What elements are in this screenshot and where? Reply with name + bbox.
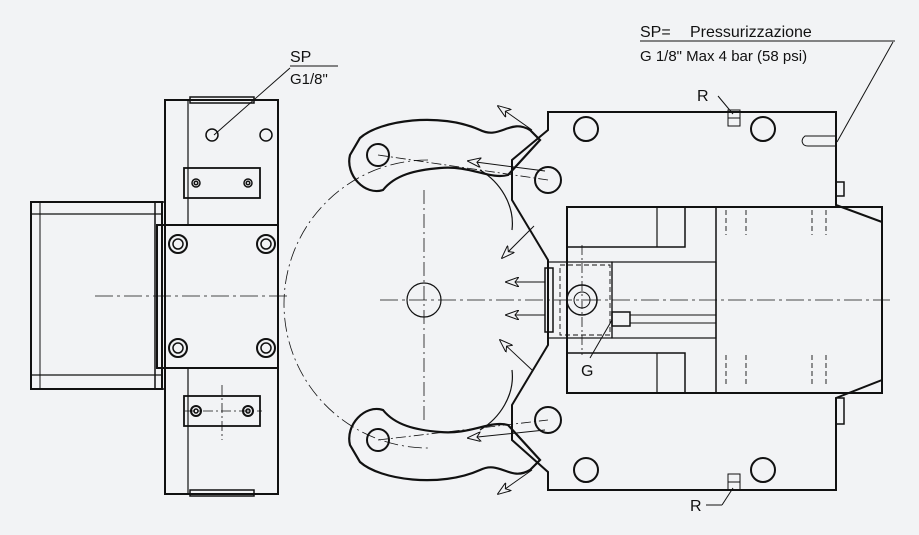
- mount-hole-icon: [573, 457, 599, 483]
- small-screw-icon: [193, 180, 199, 186]
- mount-hole-icon: [750, 457, 776, 483]
- center-pivot-icon: [406, 282, 442, 318]
- small-screw-icon: [245, 408, 251, 414]
- sp-right-prefix: SP=: [640, 24, 671, 41]
- screw-hole-icon: [205, 128, 219, 142]
- small-screw-icon: [243, 178, 253, 188]
- pivot-pin-icon: [566, 284, 598, 316]
- mount-hole-icon: [534, 406, 562, 434]
- bolt-icon: [168, 234, 188, 254]
- motion-arrows: [468, 106, 546, 494]
- bottom-cap: [189, 489, 255, 497]
- bolt-icon: [260, 342, 272, 354]
- small-screw-icon: [242, 405, 254, 417]
- bolt-icon: [172, 342, 184, 354]
- thread-left-label: G1/8": [290, 71, 328, 88]
- top-clamp-plate: [183, 167, 261, 199]
- small-screw-icon: [190, 405, 202, 417]
- bottom-jaw: [348, 407, 542, 482]
- screw-hole-icon: [259, 128, 273, 142]
- main-body: [164, 99, 279, 495]
- small-screw-icon: [191, 178, 201, 188]
- middle-block: [156, 224, 279, 369]
- mount-hole-icon: [573, 116, 599, 142]
- jaw-pivot-icon: [366, 428, 390, 452]
- r-top-label: R: [697, 88, 709, 105]
- bolt-icon: [168, 338, 188, 358]
- sp-left-leader: [213, 65, 338, 136]
- g-fitting: [611, 311, 631, 327]
- side-view-holes: [168, 128, 276, 417]
- right-leaders: [589, 40, 895, 506]
- r-bottom-label: R: [690, 498, 702, 515]
- jaw-pivot-icon: [366, 143, 390, 167]
- small-screw-icon: [193, 408, 199, 414]
- g-label: G: [581, 363, 593, 380]
- gripper-view: [283, 109, 890, 491]
- mount-hole-icon: [534, 166, 562, 194]
- mount-hole-icon: [750, 116, 776, 142]
- small-screw-icon: [245, 180, 251, 186]
- bolt-icon: [256, 234, 276, 254]
- gripper-holes: [366, 116, 776, 483]
- side-view: [30, 96, 290, 497]
- sp-left-label: SP: [290, 49, 311, 66]
- bolt-icon: [172, 238, 184, 250]
- sp-right-spec: G 1/8" Max 4 bar (58 psi): [640, 48, 807, 65]
- bolt-icon: [256, 338, 276, 358]
- top-jaw: [348, 118, 542, 193]
- gripper-body: [511, 111, 883, 491]
- bolt-icon: [260, 238, 272, 250]
- cylinder-body: [30, 201, 163, 390]
- sp-right-title: Pressurizzazione: [690, 24, 812, 41]
